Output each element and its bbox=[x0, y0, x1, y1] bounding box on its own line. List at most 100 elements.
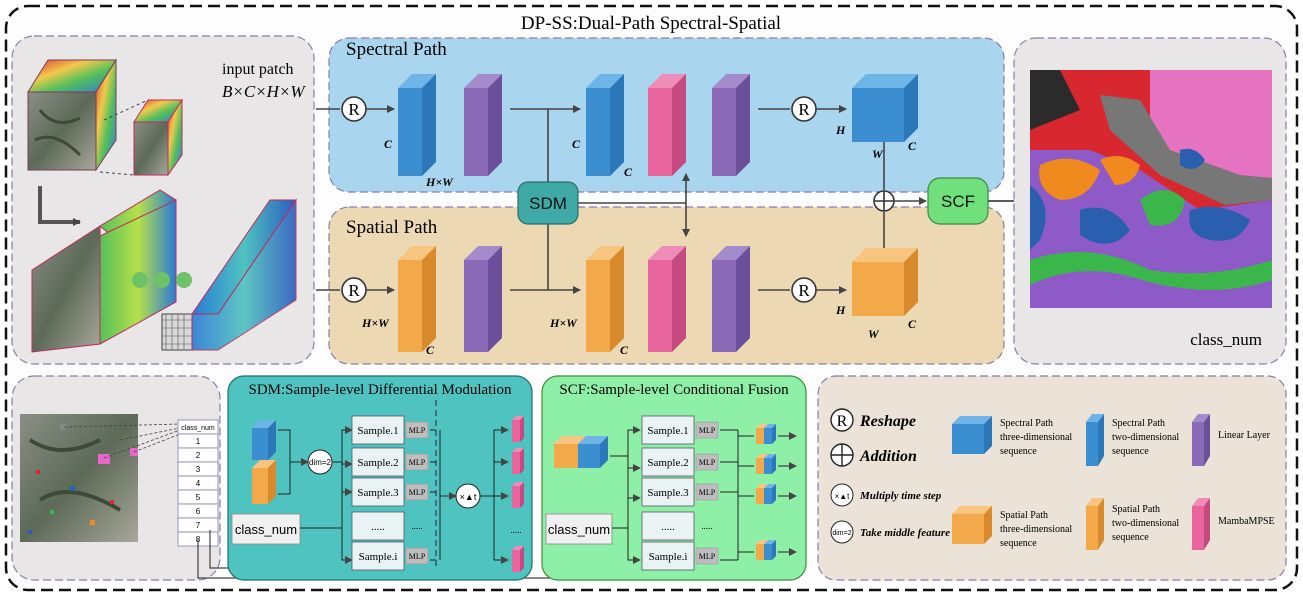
class-table-row: 5 bbox=[177, 489, 219, 505]
legend-spectral-3d-line: sequence bbox=[1000, 446, 1037, 457]
scf-panel-title: SCF:Sample-level Conditional Fusion bbox=[559, 382, 789, 398]
spectral-dim-label: C bbox=[384, 137, 393, 151]
mlp-label: MLP bbox=[699, 426, 716, 435]
legend-mamba-icon bbox=[1192, 498, 1210, 550]
spectral-dim-label: H×W bbox=[425, 175, 454, 189]
mlp-box: MLP bbox=[695, 421, 719, 439]
sample-label: Sample.i bbox=[359, 551, 398, 563]
reshape-node: R bbox=[791, 277, 817, 303]
legend-spectral-2d-line: two-dimensional bbox=[1112, 432, 1179, 443]
svg-text:SDM: SDM bbox=[529, 194, 567, 213]
svg-text:Take middle feature: Take middle feature bbox=[860, 527, 950, 539]
legend-spatial-2d-line: Spatial Path bbox=[1112, 504, 1160, 515]
spectral-cube-c: C bbox=[908, 139, 917, 153]
sample-label: Sample.2 bbox=[647, 457, 688, 469]
linear-layer-slab bbox=[464, 246, 502, 352]
legend-panel bbox=[817, 375, 1287, 581]
spatial-2d-slab bbox=[398, 246, 436, 352]
sample-label: Sample.2 bbox=[357, 457, 398, 469]
mlp-ellipsis: ..... bbox=[701, 521, 712, 531]
legend-linear-icon bbox=[1192, 414, 1210, 466]
legend-spatial-2d-line: sequence bbox=[1112, 532, 1149, 543]
sample-label: Sample.3 bbox=[647, 487, 689, 499]
sdm-output-slab bbox=[512, 482, 524, 508]
class-table-header-text: class_num bbox=[181, 425, 215, 432]
sample-cell: ..... bbox=[351, 511, 405, 541]
input-small-patch bbox=[133, 98, 183, 177]
mlp-label: MLP bbox=[699, 552, 716, 561]
mlp-box: MLP bbox=[405, 421, 429, 439]
reshape-node: R bbox=[791, 96, 817, 122]
spatial-dim-label: H×W bbox=[549, 316, 578, 330]
svg-text:SCF: SCF bbox=[941, 192, 975, 211]
mlp-label: MLP bbox=[699, 458, 716, 467]
input-label: input patch bbox=[222, 61, 294, 78]
spectral-cube-h: H bbox=[835, 123, 846, 137]
class-table-cell: 8 bbox=[196, 535, 201, 544]
spatial-cube-w: W bbox=[868, 327, 880, 341]
legend-spectral-2d-icon bbox=[1086, 414, 1104, 466]
legend-spatial-3d-line: three-dimensional bbox=[1000, 524, 1072, 535]
spectral-cube-w: W bbox=[872, 147, 884, 161]
spectral-2d-slab bbox=[586, 74, 624, 176]
svg-text:R: R bbox=[348, 281, 360, 300]
mlp-label: MLP bbox=[409, 488, 426, 497]
multiply-node: ×▲t bbox=[455, 483, 481, 509]
mlp-ellipsis: ..... bbox=[411, 521, 422, 531]
legend-reshape: R Reshape bbox=[830, 408, 916, 432]
svg-text:R: R bbox=[837, 413, 848, 430]
class-table-row: 4 bbox=[177, 475, 219, 491]
scf-output-cube bbox=[756, 484, 776, 504]
class-table-cell: 4 bbox=[196, 479, 201, 488]
zoom-line bbox=[103, 99, 149, 121]
svg-text:class_num: class_num bbox=[235, 522, 297, 537]
split-arrow bbox=[38, 186, 81, 226]
legend-linear-label: Linear Layer bbox=[1218, 430, 1271, 441]
legend-spatial-3d-line: Spatial Path bbox=[1000, 510, 1048, 521]
sdm-output-slab bbox=[512, 448, 524, 474]
ellipsis-dot bbox=[132, 272, 148, 288]
spatial-dim-label: H×W bbox=[361, 316, 390, 330]
sample-cell: Sample.2 bbox=[641, 447, 695, 477]
class-table-cell: 1 bbox=[196, 437, 201, 446]
spatial-dim-label: C bbox=[426, 343, 435, 357]
scf-class-num-box: class_num bbox=[545, 513, 613, 545]
class-table-cell: 3 bbox=[196, 465, 201, 474]
sequence-bar-1 bbox=[31, 189, 177, 353]
svg-text:dim=2: dim=2 bbox=[832, 530, 851, 537]
sample-cell: Sample.3 bbox=[351, 477, 405, 507]
linear-layer-slab bbox=[464, 74, 502, 176]
scf-output-cube bbox=[756, 454, 776, 474]
mlp-label: MLP bbox=[409, 458, 426, 467]
sample-image bbox=[20, 414, 138, 542]
output-label: class_num bbox=[1190, 330, 1262, 349]
sample-cell: ..... bbox=[641, 511, 695, 541]
mlp-box: MLP bbox=[405, 453, 429, 471]
sdm-output-slab bbox=[512, 416, 524, 442]
legend-addition: Addition bbox=[830, 443, 917, 467]
sdm-panel-title: SDM:Sample-level Differential Modulation bbox=[248, 382, 512, 398]
sdm-node: SDM bbox=[517, 181, 579, 225]
spatial-cube-h: H bbox=[835, 303, 846, 317]
scf-output-cube bbox=[756, 540, 776, 560]
sdm-class-num-box: class_num bbox=[231, 513, 301, 545]
sample-cell: Sample.1 bbox=[641, 415, 695, 445]
svg-text:×▲t: ×▲t bbox=[835, 492, 851, 501]
svg-text:R: R bbox=[798, 281, 810, 300]
spatial-cube-c: C bbox=[908, 317, 917, 331]
dim-node: dim=2 bbox=[307, 449, 333, 475]
legend-spectral-3d-line: three-dimensional bbox=[1000, 432, 1072, 443]
linear-layer-slab bbox=[712, 246, 750, 352]
svg-text:R: R bbox=[798, 100, 810, 119]
sdm-output-slab bbox=[512, 546, 524, 572]
sdm-output-list: ..... bbox=[430, 416, 524, 572]
linear-layer-slab bbox=[712, 74, 750, 176]
class-table-row: 2 bbox=[177, 447, 219, 463]
sdm-input-blue bbox=[252, 420, 276, 460]
reshape-node: R bbox=[341, 277, 367, 303]
class-table-row: 1 bbox=[177, 433, 219, 449]
legend-spectral-3d-line: Spectral Path bbox=[1000, 418, 1053, 429]
class-table-cell: 2 bbox=[196, 451, 201, 460]
reshape-node: R bbox=[341, 96, 367, 122]
